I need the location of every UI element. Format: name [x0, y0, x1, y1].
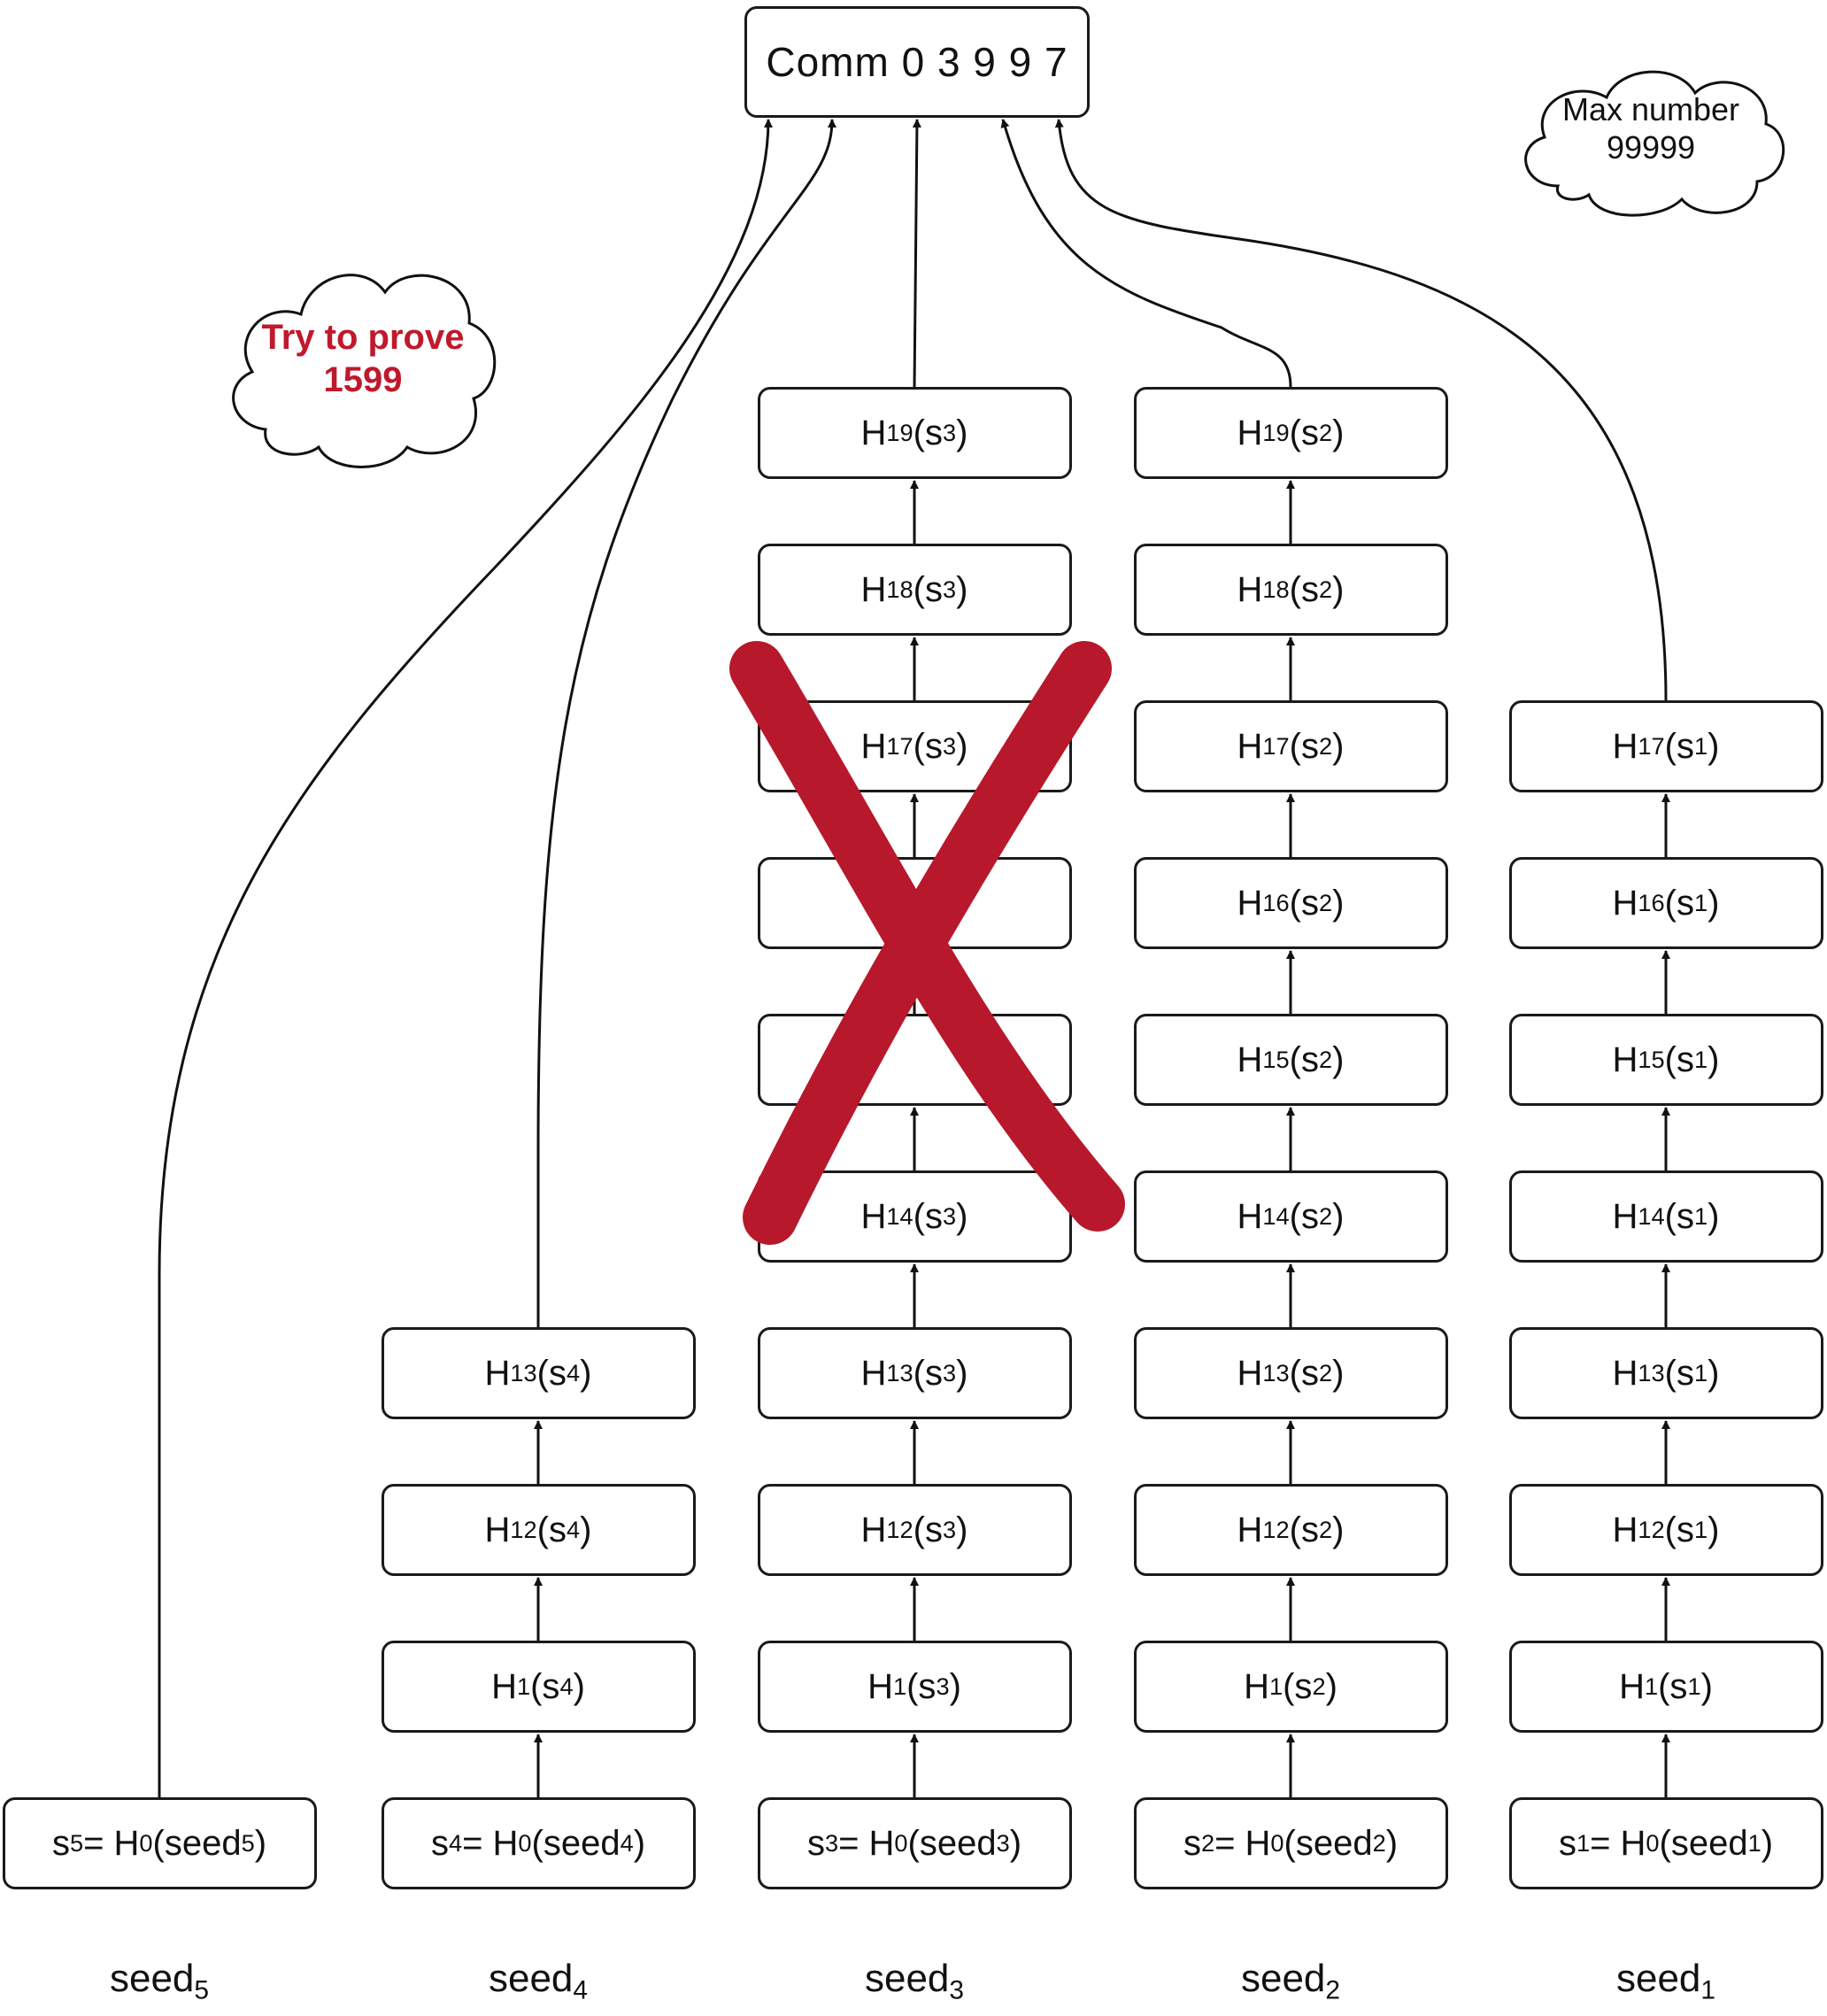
max-number-line1: Max number [1561, 91, 1740, 127]
commitment-label: Comm 0 3 9 9 7 [766, 39, 1068, 85]
max-number-cloud: Max number 99999 [1505, 53, 1797, 221]
commit-connector [912, 119, 921, 388]
cloud-shape [1524, 70, 1785, 217]
try-to-prove-line2: 1599 [323, 360, 403, 399]
commit-connector [1000, 119, 1292, 388]
cloud-shape [232, 274, 497, 468]
seed-label: seed5 [109, 1957, 210, 2005]
hash-iteration-box [757, 857, 1072, 949]
commit-connector [1054, 119, 1668, 701]
seed-label: seed4 [488, 1957, 589, 2005]
try-to-prove-cloud: Try to prove 1599 [217, 252, 509, 474]
commit-connector [536, 119, 836, 1327]
commitment-box: Comm 0 3 9 9 7 [744, 6, 1090, 118]
seed-label: seed3 [864, 1957, 965, 2005]
seed-label: seed2 [1240, 1957, 1341, 2005]
max-number-line2: 99999 [1606, 129, 1696, 166]
hash-iteration-box [757, 1014, 1072, 1106]
seed-label: seed1 [1615, 1957, 1716, 2005]
try-to-prove-line1: Try to prove [261, 318, 465, 357]
commit-connector [158, 119, 773, 1797]
